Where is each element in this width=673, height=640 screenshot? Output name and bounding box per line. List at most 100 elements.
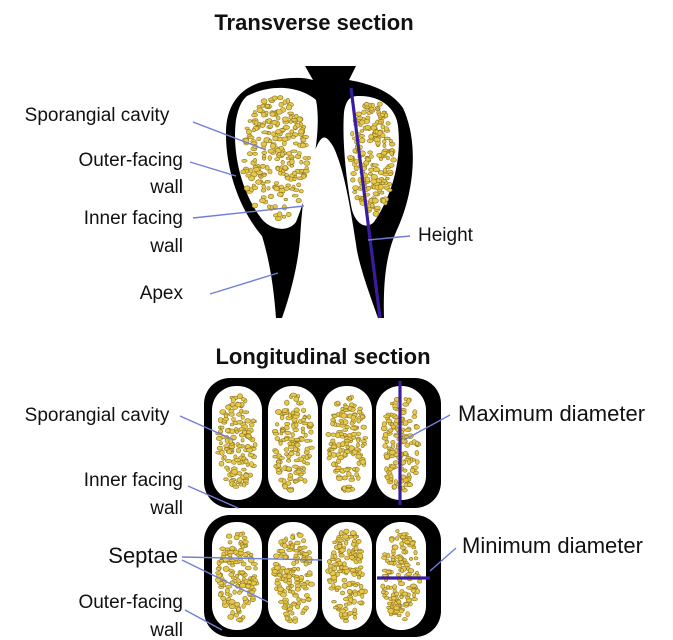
label-sporangial-cavity-longitudinal: Sporangial cavity [25, 405, 170, 426]
spore [295, 541, 301, 545]
spore [252, 186, 258, 190]
spore [246, 174, 251, 177]
spore [361, 594, 364, 599]
spore [246, 584, 250, 588]
spore [290, 393, 296, 397]
spore [389, 450, 395, 454]
spore [237, 607, 241, 612]
spore [229, 573, 234, 577]
spore [273, 554, 279, 559]
spore [406, 612, 410, 617]
label-outer-facing-wall-line2: wall [149, 177, 183, 198]
spore [337, 544, 342, 548]
spore [262, 131, 268, 134]
spore [335, 589, 339, 592]
spore [344, 529, 349, 534]
spore [333, 541, 337, 544]
spore [241, 415, 244, 419]
spore [350, 426, 356, 429]
spore [334, 555, 337, 559]
spore [384, 127, 388, 132]
spore [242, 604, 246, 609]
spore [223, 455, 226, 459]
spore [365, 158, 370, 162]
spore [251, 419, 255, 423]
spore [341, 442, 345, 447]
spore [354, 166, 358, 171]
spore [294, 397, 299, 402]
spore [229, 569, 234, 572]
spore [410, 584, 416, 588]
spore [353, 608, 357, 613]
spore [403, 559, 406, 562]
spore [280, 567, 285, 570]
spore [386, 156, 389, 160]
spore [337, 570, 342, 573]
spore [283, 165, 288, 170]
spore [386, 419, 392, 422]
spore [292, 574, 295, 577]
spore [279, 102, 284, 107]
spore [412, 598, 418, 601]
spore [357, 438, 360, 443]
spore [303, 169, 309, 173]
spore [286, 212, 291, 216]
spore [240, 583, 246, 588]
spore [354, 553, 357, 556]
spore [293, 480, 298, 483]
spore [237, 413, 242, 417]
spore [399, 609, 403, 613]
spore [304, 562, 308, 566]
spore [336, 401, 340, 405]
spore [418, 579, 422, 583]
label-inner-facing-wall-long-line1: Inner facing [84, 470, 183, 491]
spore [304, 161, 310, 166]
spore [343, 619, 349, 622]
spore [358, 407, 363, 411]
transverse-section: Transverse section Sporangial cavity Out… [25, 10, 474, 318]
spore [216, 568, 221, 571]
spore [225, 459, 231, 462]
label-outer-facing-wall-long-line2: wall [149, 620, 183, 640]
spore [297, 602, 301, 605]
spore [391, 597, 396, 601]
spore [415, 450, 419, 455]
spore [379, 157, 382, 160]
spore [285, 422, 290, 425]
spore [249, 462, 253, 467]
spore [292, 171, 297, 175]
spore [390, 537, 394, 542]
spore [339, 432, 343, 436]
spore [265, 104, 269, 107]
spore [257, 137, 261, 141]
spore [285, 453, 289, 456]
spore [387, 602, 391, 605]
spore [381, 584, 385, 589]
spore [398, 582, 404, 586]
spore [297, 177, 303, 180]
spore [263, 174, 266, 177]
spore [352, 613, 357, 616]
spore [286, 459, 290, 462]
spore [358, 178, 361, 183]
spore [308, 422, 314, 426]
spore [402, 550, 406, 553]
spore [339, 612, 342, 617]
spore [262, 185, 266, 189]
spore [307, 571, 312, 575]
spore [398, 557, 402, 561]
spore [341, 407, 344, 410]
spore [295, 443, 300, 447]
spore [392, 485, 396, 489]
spore [224, 445, 229, 448]
spore [282, 543, 287, 548]
spore [220, 450, 225, 455]
spore [230, 546, 235, 551]
spore [219, 442, 222, 445]
spore [382, 140, 386, 144]
spore [227, 450, 231, 454]
spore [351, 131, 354, 136]
spore [229, 409, 234, 413]
spore [300, 160, 303, 164]
spore [335, 469, 340, 472]
